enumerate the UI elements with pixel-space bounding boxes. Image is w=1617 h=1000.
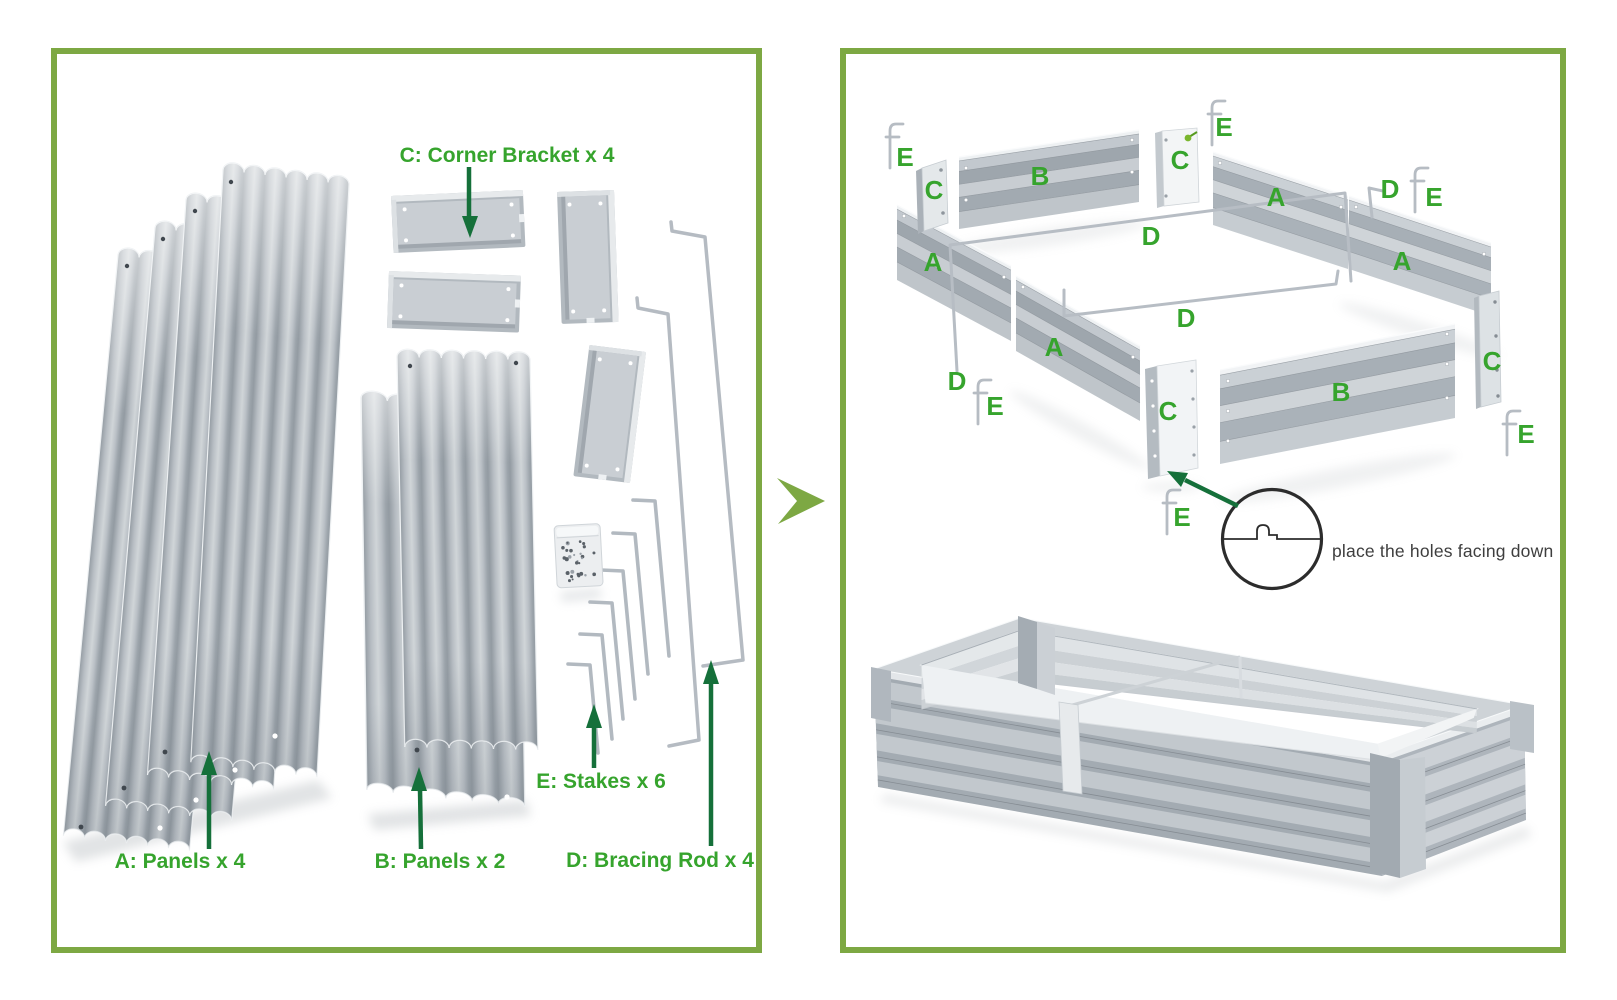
assembly-panel: A A A A B B C C C C D D D D E E E E E E bbox=[840, 48, 1566, 953]
bed-inner-wall bbox=[1020, 630, 1477, 734]
arrow-to-b-panels bbox=[411, 767, 427, 850]
detail-circle bbox=[1220, 487, 1324, 591]
assembly-stakes bbox=[884, 99, 1522, 536]
screw-bag bbox=[553, 523, 604, 589]
callout-arrows bbox=[201, 167, 719, 850]
label-b-panels: B: Panels x 2 bbox=[374, 850, 506, 873]
bracket-left bbox=[916, 159, 949, 234]
parts-shadows bbox=[63, 588, 602, 862]
arrow-to-d-rods bbox=[703, 660, 719, 846]
marker-d: D bbox=[1177, 303, 1196, 333]
part-a-panels bbox=[62, 161, 351, 852]
label-stakes: E: Stakes x 6 bbox=[536, 770, 666, 793]
marker-c: C bbox=[1483, 346, 1502, 376]
stake bbox=[1501, 409, 1522, 457]
border-nick bbox=[1163, 54, 1185, 60]
arrow-to-c-bracket bbox=[462, 167, 478, 238]
marker-d: D bbox=[1381, 174, 1400, 204]
bracket-front bbox=[1145, 359, 1199, 479]
stake bbox=[1206, 99, 1227, 147]
detail-arrow bbox=[1167, 471, 1239, 509]
marker-e: E bbox=[1173, 502, 1190, 532]
assembled-bed bbox=[871, 616, 1534, 892]
stake bbox=[1409, 166, 1430, 214]
chevron-right-icon bbox=[777, 478, 825, 524]
bed-corner-caps bbox=[871, 616, 1534, 878]
marker-e: E bbox=[896, 142, 913, 172]
marker-b: B bbox=[1031, 161, 1050, 191]
marker-a: A bbox=[1045, 332, 1064, 362]
marker-d: D bbox=[1142, 221, 1161, 251]
corrugated-panel bbox=[1212, 151, 1349, 269]
marker-c: C bbox=[925, 175, 944, 205]
marker-d: D bbox=[948, 366, 967, 396]
bracket-back bbox=[1155, 127, 1200, 208]
marker-b: B bbox=[1332, 377, 1351, 407]
parts-panel: C: Corner Bracket x 4 A: Panels x 4 B: P… bbox=[51, 48, 762, 953]
stake bbox=[972, 378, 993, 426]
assembly-corner-brackets bbox=[916, 127, 1502, 479]
part-b-panels bbox=[360, 348, 539, 808]
corrugated-panel bbox=[958, 129, 1140, 229]
corrugated-panel bbox=[1348, 195, 1492, 316]
marker-e: E bbox=[1425, 182, 1442, 212]
next-step-arrow bbox=[770, 470, 832, 532]
bracket-right bbox=[1474, 290, 1502, 409]
part-markers: A A A A B B C C C C D D D D E E E E E E bbox=[896, 112, 1534, 532]
part-e-stakes bbox=[566, 498, 671, 755]
marker-e: E bbox=[986, 391, 1003, 421]
holes-note: place the holes facing down bbox=[1332, 541, 1554, 561]
parts-illustration bbox=[62, 161, 745, 862]
marker-e: E bbox=[1215, 112, 1232, 142]
panel-screw-holes bbox=[78, 179, 519, 831]
arrow-to-a-panels bbox=[201, 751, 217, 849]
stake bbox=[1161, 488, 1182, 536]
marker-a: A bbox=[1267, 182, 1286, 212]
stake bbox=[884, 122, 905, 170]
marker-a: A bbox=[1393, 246, 1412, 276]
label-bracing-rod: D: Bracing Rod x 4 bbox=[566, 849, 754, 872]
part-d-rods bbox=[635, 220, 745, 748]
assembly-illustration: A A A A B B C C C C D D D D E E E E E E bbox=[871, 54, 1535, 892]
marker-c: C bbox=[1159, 396, 1178, 426]
corrugated-panel bbox=[1219, 323, 1456, 464]
bed-cross-brace bbox=[1058, 655, 1243, 795]
label-a-panels: A: Panels x 4 bbox=[114, 850, 246, 873]
marker-e: E bbox=[1517, 419, 1534, 449]
assembly-bracing-rods bbox=[948, 186, 1385, 373]
marker-c: C bbox=[1171, 145, 1190, 175]
marker-a: A bbox=[924, 247, 943, 277]
arrow-to-e-stakes bbox=[586, 704, 602, 768]
label-corner-bracket: C: Corner Bracket x 4 bbox=[399, 144, 615, 167]
